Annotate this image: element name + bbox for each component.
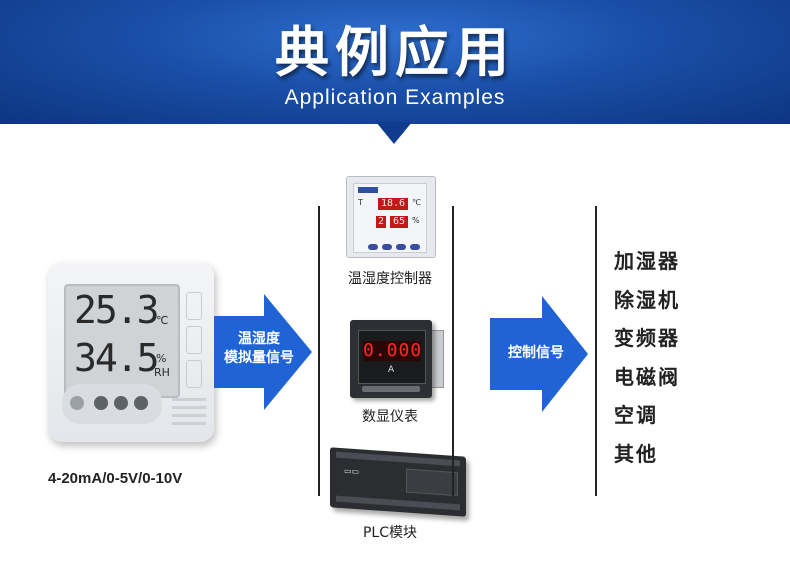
arrow-left-line2: 模拟量信号 bbox=[224, 350, 294, 366]
meter-face: 0.000 A bbox=[358, 330, 426, 384]
controller-humidity-unit: % bbox=[412, 216, 420, 225]
side-grille bbox=[186, 326, 202, 354]
page-title: 典例应用 bbox=[275, 21, 515, 84]
applications-list: 加湿器 除湿机 变频器 电磁阀 空调 其他 bbox=[614, 248, 680, 480]
transmitter-button-strip bbox=[62, 384, 162, 424]
application-item: 变频器 bbox=[614, 326, 680, 351]
transmitter-indicator bbox=[70, 396, 84, 410]
page-subtitle: Application Examples bbox=[284, 86, 506, 109]
application-item: 其他 bbox=[614, 441, 658, 466]
application-item: 电磁阀 bbox=[614, 364, 680, 389]
application-item: 除湿机 bbox=[614, 287, 680, 312]
digital-meter: 0.000 A bbox=[350, 320, 432, 398]
side-grille bbox=[186, 292, 202, 320]
arrow-right-label: 控制信号 bbox=[508, 345, 564, 361]
controller-button[interactable] bbox=[368, 244, 378, 250]
lcd-humidity-unit-bottom: RH bbox=[154, 366, 170, 379]
output-signal-label: 4-20mA/0-5V/0-10V bbox=[48, 470, 183, 487]
controller-temp-unit: ℃ bbox=[412, 198, 421, 207]
lcd-humidity-unit-top: % bbox=[156, 352, 167, 365]
controller-button[interactable] bbox=[396, 244, 406, 250]
plc-expansion-block bbox=[406, 468, 458, 497]
vent-slot bbox=[172, 414, 206, 417]
transmitter-button[interactable] bbox=[114, 396, 128, 410]
plc-logo-icon: ▭▭ bbox=[344, 466, 360, 477]
right-divider bbox=[595, 206, 597, 496]
left-divider bbox=[318, 206, 320, 496]
controller-label: 温湿度控制器 bbox=[348, 271, 432, 287]
controller-humidity-display: 65 bbox=[390, 216, 408, 228]
control-signal-arrow: 控制信号 bbox=[490, 296, 588, 412]
plc-label: PLC模块 bbox=[362, 525, 418, 541]
side-grille bbox=[186, 360, 202, 388]
lcd-humidity: 34.5 bbox=[74, 336, 160, 380]
application-item: 空调 bbox=[614, 403, 658, 428]
controller-button[interactable] bbox=[382, 244, 392, 250]
meter-buttons bbox=[362, 386, 420, 392]
header-banner bbox=[0, 0, 790, 124]
header-pointer bbox=[376, 122, 412, 144]
controller-logo bbox=[358, 187, 378, 193]
controller-panel: T 18.6 ℃ 2 65 % bbox=[353, 183, 427, 253]
lcd-temperature: 25.3 bbox=[74, 288, 160, 332]
vent-slot bbox=[172, 398, 206, 401]
transmitter-button[interactable] bbox=[134, 396, 148, 410]
controller-button[interactable] bbox=[410, 244, 420, 250]
application-item: 加湿器 bbox=[614, 249, 680, 273]
controller-t-label: T bbox=[358, 198, 363, 207]
middle-divider bbox=[452, 206, 454, 496]
temp-humidity-controller: T 18.6 ℃ 2 65 % bbox=[346, 176, 436, 258]
arrow-left-line1: 温湿度 bbox=[238, 331, 280, 347]
analog-signal-arrow: 温湿度 模拟量信号 bbox=[214, 294, 312, 410]
plc-terminal-strip bbox=[336, 451, 460, 467]
lcd-temp-unit: ℃ bbox=[156, 314, 169, 327]
transmitter-button[interactable] bbox=[94, 396, 108, 410]
vent-slot bbox=[172, 422, 206, 425]
controller-temp-display: 18.6 bbox=[378, 198, 408, 210]
meter-unit: A bbox=[388, 365, 395, 375]
plc-terminal-strip bbox=[336, 495, 460, 511]
controller-mode-display: 2 bbox=[376, 216, 386, 228]
plc-module: ▭▭ bbox=[330, 447, 466, 517]
meter-side-panel bbox=[430, 330, 444, 388]
temp-humidity-transmitter: 25.3 ℃ 34.5 % RH bbox=[48, 262, 214, 442]
vent-slot bbox=[172, 406, 206, 409]
meter-label: 数显仪表 bbox=[362, 409, 418, 425]
transmitter-lcd: 25.3 ℃ 34.5 % RH bbox=[64, 284, 180, 398]
meter-digits: 0.000 bbox=[363, 340, 423, 361]
